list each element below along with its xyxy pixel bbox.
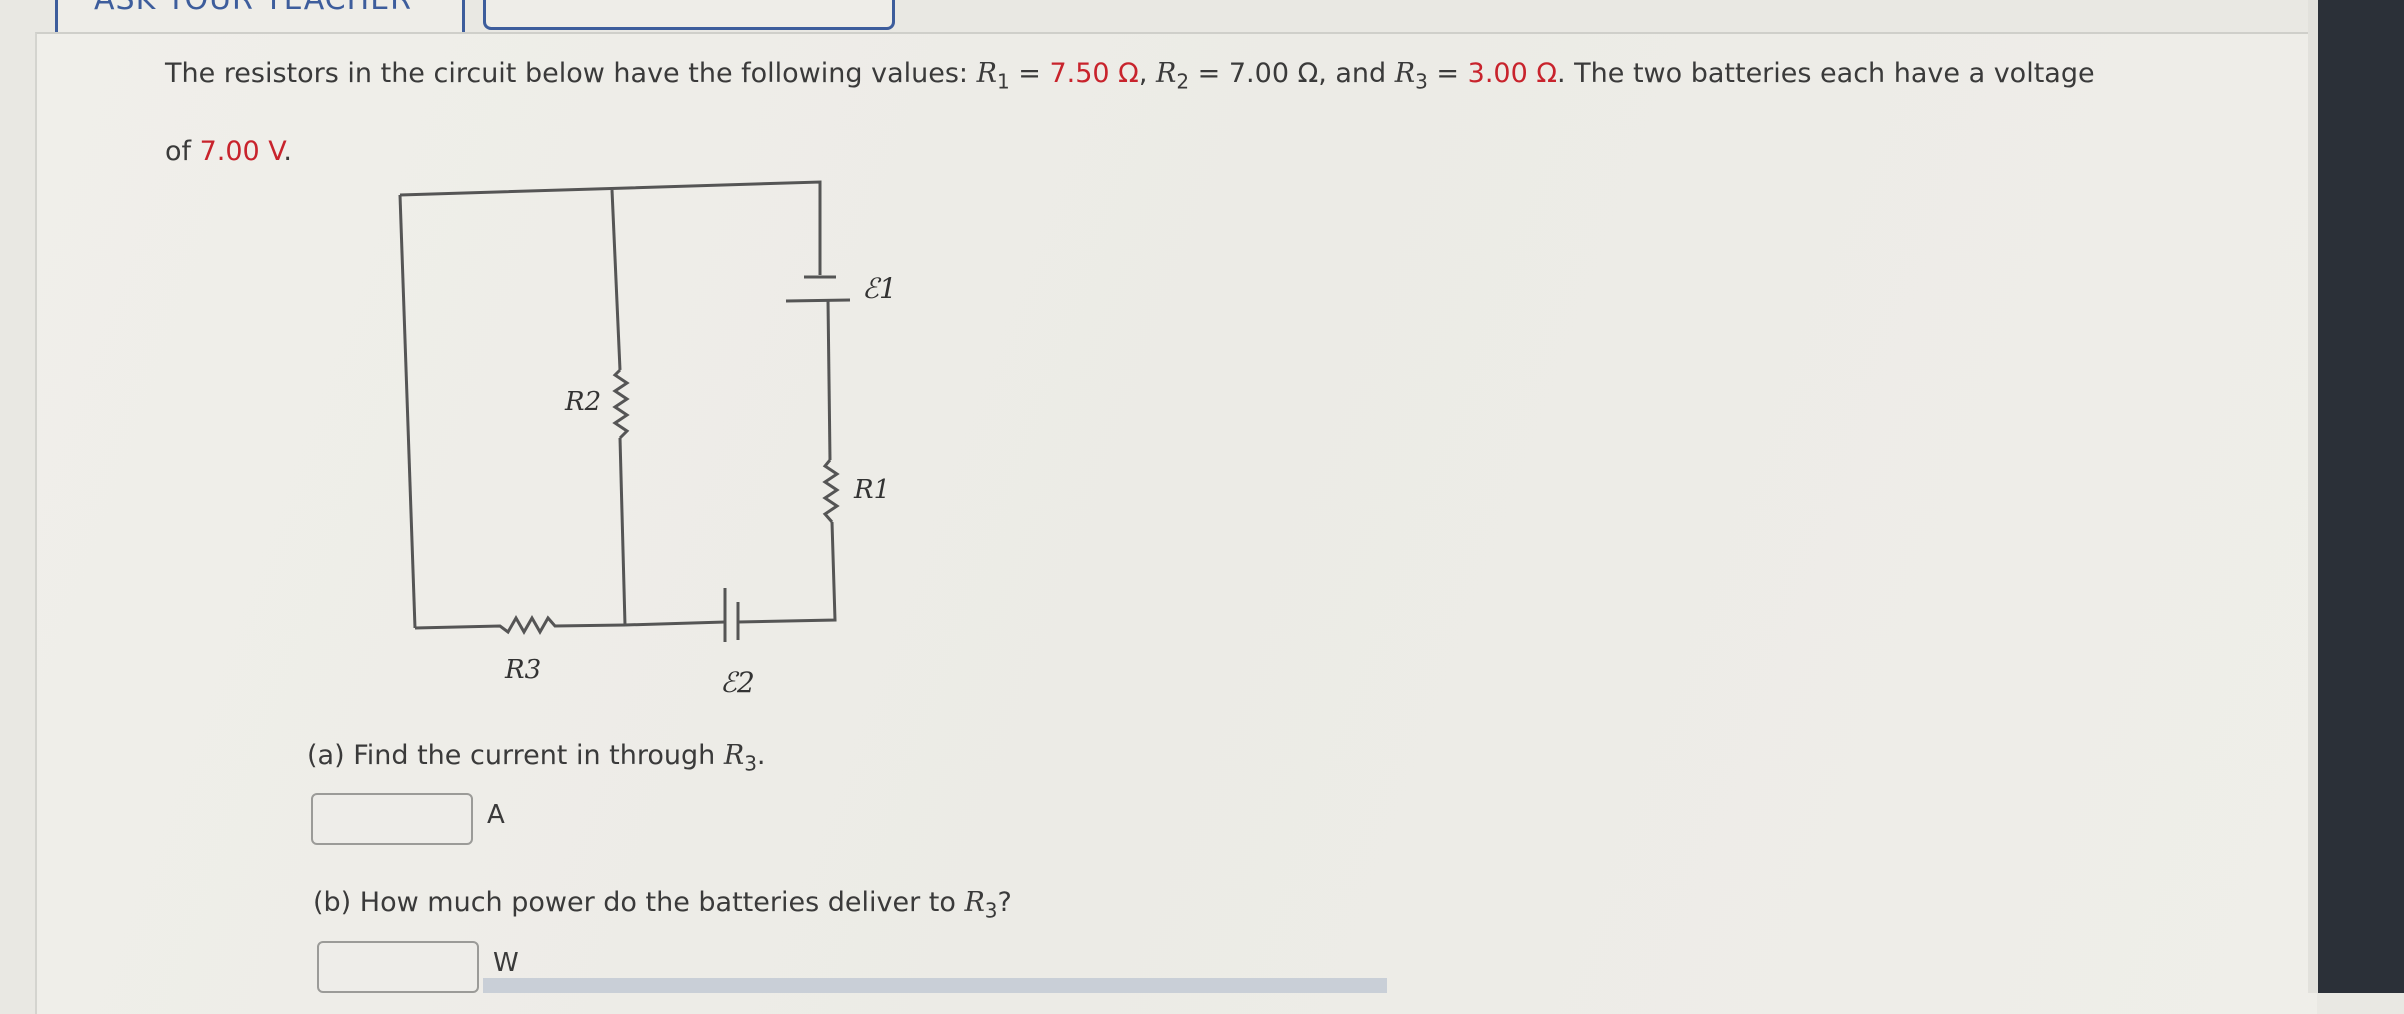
and-text: , and [1318,58,1395,89]
r2-value: 7.00 Ω [1228,58,1319,89]
bottom-wire-mid [624,620,726,627]
r2-label: R2 [564,387,601,417]
e2-label: ℰ2 [720,666,755,699]
tail-text: . The two batteries each have a voltage [1556,58,2095,89]
part-a-question: (a) Find the current in through R3. [307,740,766,775]
left-wire [398,194,417,629]
top-wire [399,180,822,275]
r3-symbol: R [1394,58,1416,89]
r1-resistor [822,459,840,523]
e1-label: ℰ1 [862,272,897,305]
problem-line-2: of 7.00 V. [165,136,292,167]
part-a-sub: 3 [744,751,757,776]
middle-wire-bottom [618,437,627,626]
part-a-text: (a) Find the current in through [307,740,724,771]
period: . [283,136,292,167]
part-b-text: (b) How much power do the batteries deli… [313,887,965,918]
r2-resistor [612,368,630,440]
r3-resistor [414,614,626,636]
e1-short-plate [785,298,851,303]
part-b-answer-input[interactable] [317,941,479,993]
screen-bezel [2318,0,2404,993]
question-panel [35,32,2317,1014]
right-wire-top [826,299,832,461]
top-button[interactable] [483,0,895,30]
part-b-sub: 3 [984,898,998,923]
r1-value: 7.50 Ω [1049,58,1139,89]
r1-sub: 1 [996,69,1010,94]
r2-sub: 2 [1176,69,1190,94]
part-a-end: . [756,740,766,771]
r1-symbol: R [976,58,997,89]
voltage-value: 7.00 V [199,136,284,167]
middle-wire-top [610,189,622,371]
circuit-diagram: R2 R1 R3 ℰ1 ℰ2 [398,180,897,699]
part-a-symbol: R [723,740,745,771]
r1-label: R1 [853,475,890,505]
part-b-symbol: R [964,887,985,918]
r3-sub: 3 [1415,69,1428,94]
panel-edge [2308,0,2318,993]
part-b-question: (b) How much power do the batteries deli… [313,887,1012,922]
part-b-end: ? [997,887,1012,918]
problem-statement: The resistors in the circuit below have … [165,58,2095,94]
part-b-unit: W [493,948,519,978]
r3-value: 3.00 Ω [1467,58,1557,89]
part-a-answer-input[interactable] [311,793,473,845]
part-a-unit: A [487,800,505,830]
r2-symbol: R [1156,58,1177,89]
bottom-toolbar [483,978,1387,993]
of-text: of [165,136,200,167]
r3-label: R3 [504,655,541,685]
ask-teacher-label: ASK YOUR TEACHER [94,0,412,17]
right-wire-bottom [737,521,837,624]
intro-text: The resistors in the circuit below have … [165,58,977,89]
